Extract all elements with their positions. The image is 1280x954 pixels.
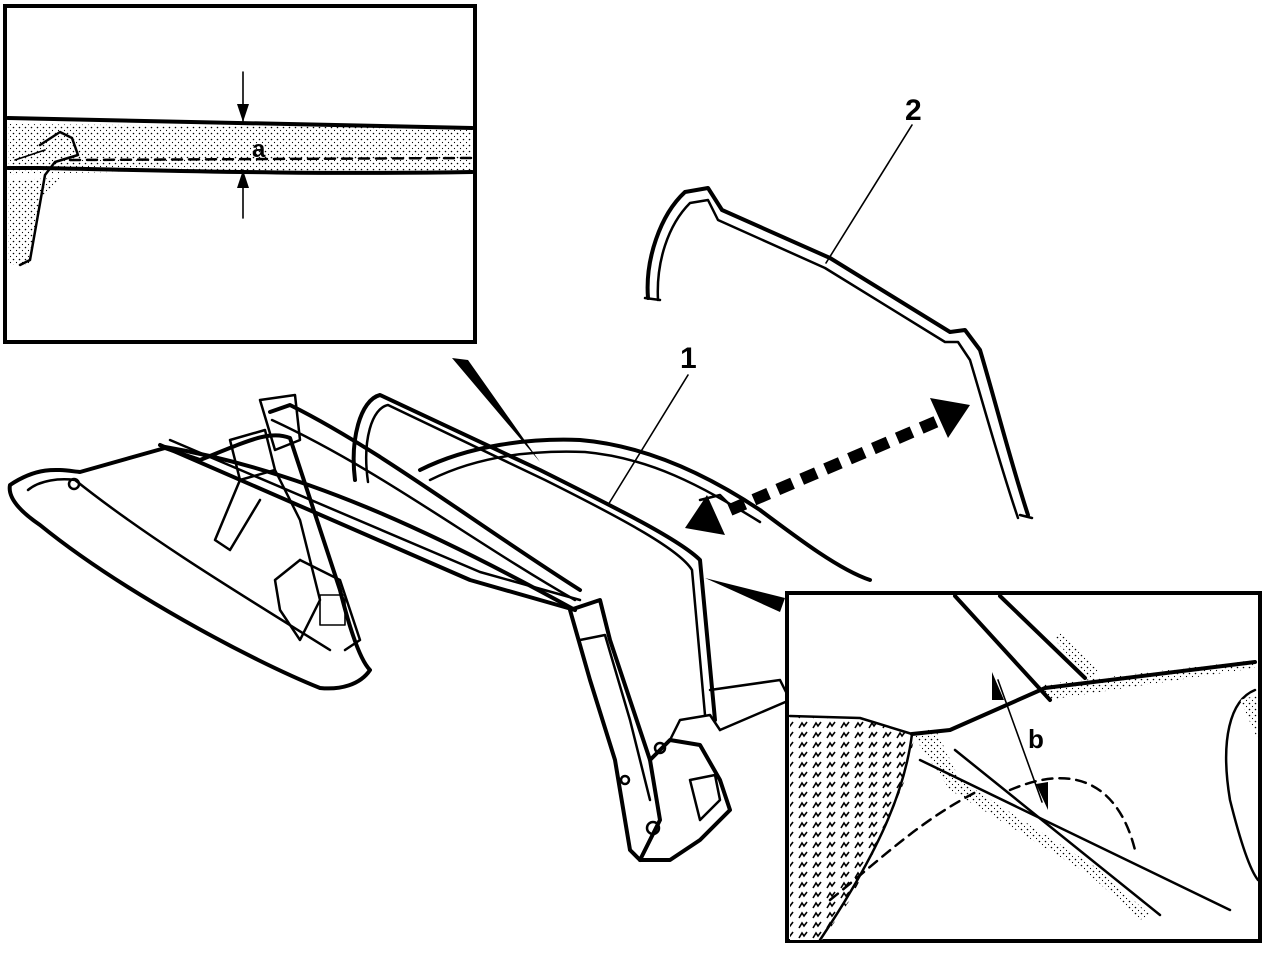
callout-part-2: 2: [905, 94, 922, 127]
bow-front: [268, 403, 582, 592]
detached-rear-bow: [643, 186, 1034, 520]
leader-line-2: [825, 124, 913, 264]
bow-middle: [351, 393, 717, 722]
callout-part-1: 1: [680, 342, 697, 375]
dimension-b-arrow: [992, 672, 1048, 810]
main-pivot-bracket: [568, 598, 662, 862]
dimension-label-b: b: [1028, 724, 1044, 754]
dimension-label-a: a: [252, 136, 266, 163]
detail-a-pointer: [452, 358, 540, 462]
hinge-linkage: [638, 738, 732, 862]
front-latch: [213, 428, 322, 642]
dimension-a-arrows: [237, 71, 249, 219]
detail-view-a: a: [3, 4, 477, 344]
detail-b-pointer: [705, 578, 785, 612]
soft-top-frame: [7, 393, 872, 862]
removal-direction-arrow: [685, 398, 970, 535]
side-rail-left: [158, 443, 577, 612]
front-header-bow: [7, 433, 372, 691]
leader-line-1: [607, 374, 689, 506]
bow-rear: [418, 437, 872, 582]
detail-view-b: b: [785, 591, 1262, 943]
side-rail-top: [163, 445, 577, 612]
